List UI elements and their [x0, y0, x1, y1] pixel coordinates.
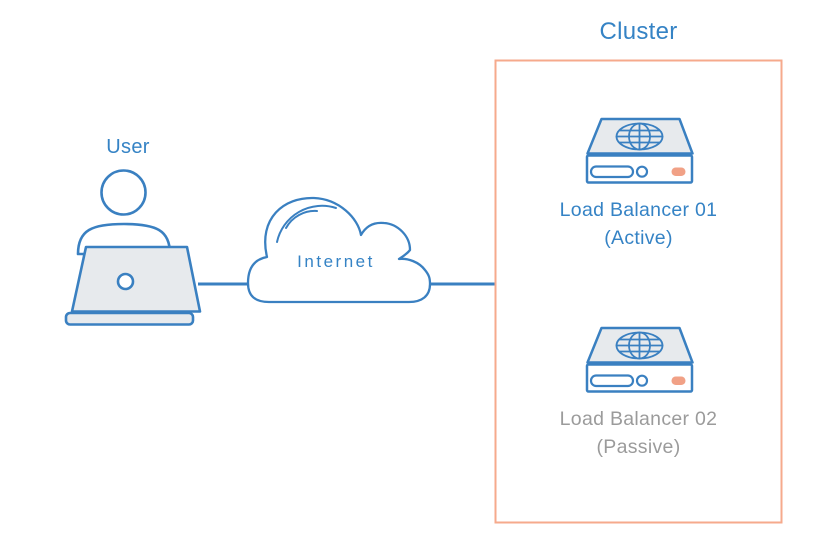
load-balancer-02-icon — [585, 326, 694, 393]
load-balancer-01-state: (Active) — [604, 227, 673, 249]
laptop-lid — [70, 245, 202, 313]
cloud-shine-arc-long — [276, 204, 337, 243]
load-balancer-02-label: Load Balancer 02 (Passive) — [495, 405, 782, 461]
internet-label: Internet — [297, 252, 375, 271]
load-balancer-01-name: Load Balancer 01 — [559, 199, 718, 221]
user-icon — [64, 169, 202, 326]
load-balancer-01-label: Load Balancer 01 (Active) — [495, 196, 782, 252]
cloud-shine-arc-short — [285, 209, 318, 229]
internet-cloud-icon — [246, 196, 432, 304]
laptop-logo — [116, 272, 135, 291]
load-balancer-02-name: Load Balancer 02 — [559, 408, 718, 430]
cluster-box — [494, 59, 783, 524]
user-label: User — [106, 136, 150, 158]
load-balancer-02-state: (Passive) — [596, 436, 681, 458]
user-head — [100, 169, 147, 216]
cluster-title: Cluster — [599, 18, 678, 45]
laptop-base — [64, 311, 195, 326]
load-balancer-01-icon — [585, 117, 694, 184]
